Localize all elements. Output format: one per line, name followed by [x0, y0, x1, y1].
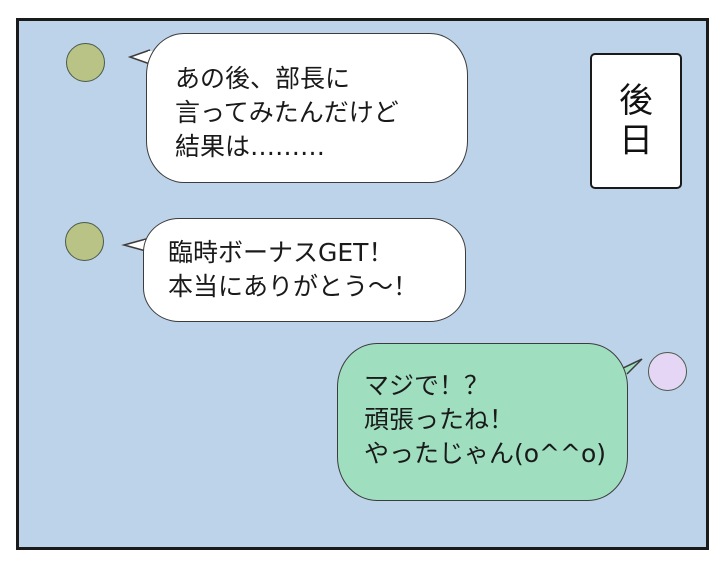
message-bubble-outgoing: マジで！？ 頑張ったね！ やったじゃん(o^^o): [337, 343, 628, 501]
message-bubble-incoming: 臨時ボーナスGET！ 本当にありがとう〜！: [143, 218, 466, 322]
message-line: 結果は………: [175, 132, 326, 161]
friend-avatar: [66, 43, 105, 82]
message-line: 言ってみたんだけど: [175, 98, 399, 127]
caption-char: 後: [619, 81, 653, 121]
message-line: 臨時ボーナスGET！: [168, 238, 394, 267]
message-line: 本当にありがとう〜！: [168, 272, 419, 301]
message-line: あの後、部長に: [175, 64, 351, 93]
message-bubble-incoming: あの後、部長に 言ってみたんだけど 結果は………: [146, 33, 468, 183]
message-line: マジで！？: [364, 371, 490, 400]
message-line: やったじゃん(o^^o): [364, 439, 606, 468]
caption-char: 日: [619, 121, 653, 161]
message-line: 頑張ったね！: [364, 405, 515, 434]
friend-avatar: [65, 222, 104, 261]
self-avatar: [648, 352, 687, 391]
caption-box: 後 日: [590, 53, 682, 189]
